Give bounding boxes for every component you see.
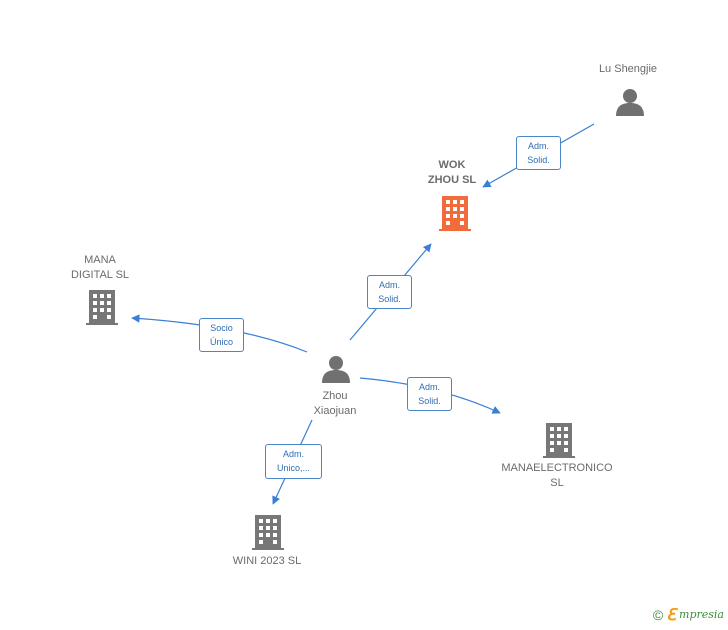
brand-name: mpresia [679,608,724,621]
building-icon[interactable] [439,196,471,231]
building-icon[interactable] [86,290,118,325]
brand-logo-icon: ℇ [666,605,677,624]
node-label-manaelectronico[interactable]: MANAELECTRONICO SL [501,462,613,489]
person-icon[interactable] [616,89,644,116]
edge-label-zhou-manaelec[interactable]: Adm. Solid. [407,377,452,411]
person-icon[interactable] [322,356,350,383]
node-label-wini-2023[interactable]: WINI 2023 SL [232,555,302,567]
edge-label-zhou-wini[interactable]: Adm. Unico,... [265,444,322,479]
node-label-wok-zhou[interactable]: WOK ZHOU SL [427,159,477,186]
edge-label-zhou-wok[interactable]: Adm. Solid. [367,275,412,309]
edge-label-zhou-mana[interactable]: Socio Único [199,318,244,352]
copyright-icon: © [652,606,664,623]
edge-label-lu-wok[interactable]: Adm. Solid. [516,136,561,170]
node-label-zhou-xiaojuan[interactable]: Zhou Xiaojuan [313,390,357,417]
node-label-mana-digital[interactable]: MANA DIGITAL SL [70,254,130,281]
building-icon[interactable] [543,423,575,458]
node-label-lu-shengjie[interactable]: Lu Shengjie [598,63,658,75]
building-icon[interactable] [252,515,284,550]
